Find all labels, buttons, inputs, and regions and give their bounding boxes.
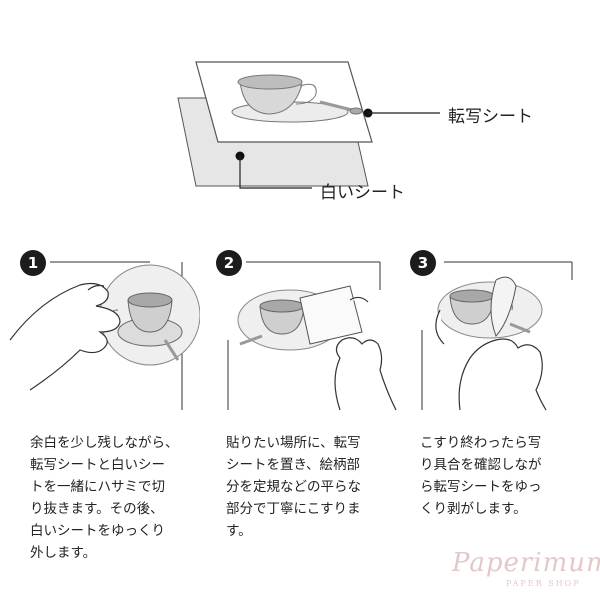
watermark-subtitle: PAPER SHOP xyxy=(506,579,581,588)
hand-icon xyxy=(9,282,121,391)
step-3-description: こすり終わったら写 り具合を確認しなが ら転写シートをゆっ くり剥がします。 xyxy=(420,435,542,517)
teacup-icon xyxy=(239,299,305,346)
hand-icon xyxy=(334,296,397,411)
step-3-number: 3 xyxy=(410,250,436,276)
white-sheet-label: 白いシート xyxy=(320,183,405,203)
transfer-sheet-piece xyxy=(299,285,363,345)
step-2-illustration xyxy=(227,261,397,411)
peeling-sheet xyxy=(490,276,517,337)
step-2-number: 2 xyxy=(216,250,242,276)
step-1-illustration xyxy=(9,261,200,410)
hand-icon xyxy=(435,309,547,411)
step-1-number: 1 xyxy=(20,250,46,276)
step-3-illustration xyxy=(421,261,573,411)
teacup-print-icon xyxy=(231,74,363,123)
watermark-logo: Paperimum xyxy=(452,548,600,578)
sheet-stack-illustration xyxy=(177,61,440,189)
step-2-description: 貼りたい場所に、転写 シートを置き、絵柄部 分を定規などの平らな 部分で丁寧にこ… xyxy=(226,435,361,539)
teacup-icon xyxy=(110,292,183,361)
teacup-icon xyxy=(449,289,531,334)
transfer-sheet-label: 転写シート xyxy=(448,107,533,127)
step-1-description: 余白を少し残しながら、 転写シートと白いシー トを一緒にハサミで切 り抜きます。… xyxy=(30,435,179,561)
